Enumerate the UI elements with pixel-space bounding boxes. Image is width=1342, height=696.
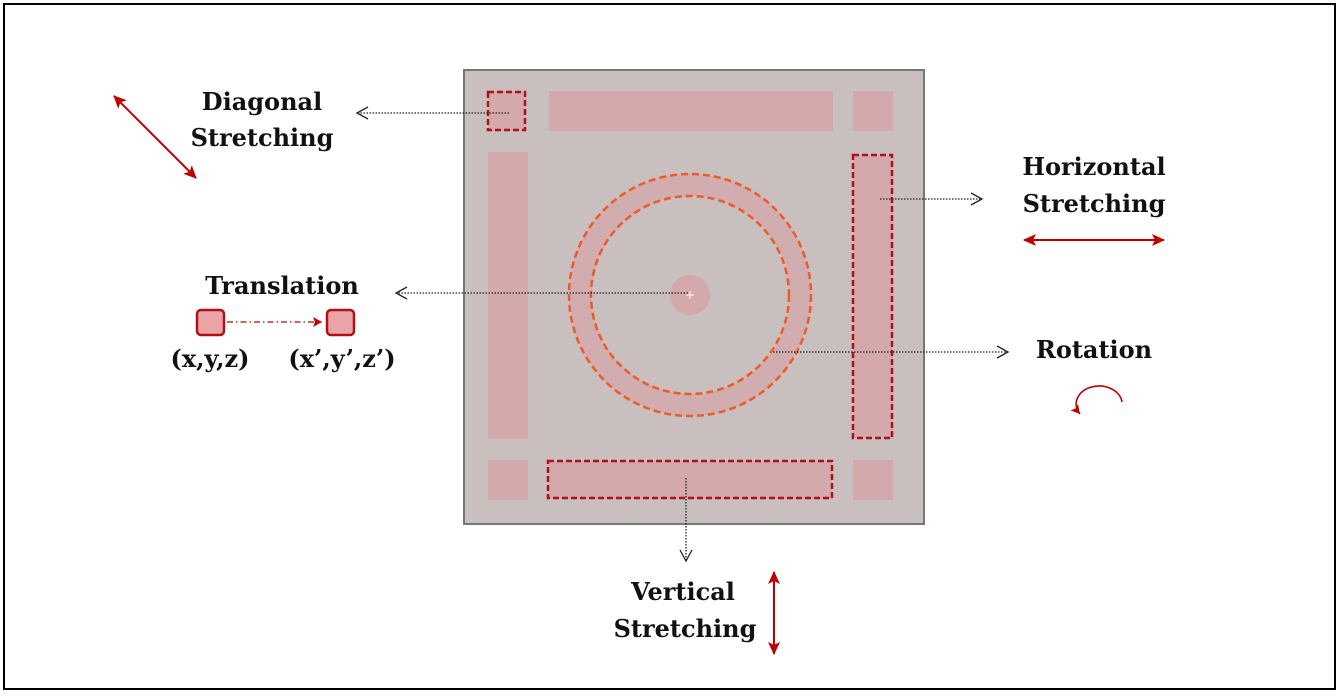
inner-dashed-circle <box>589 194 791 396</box>
edge-block-bottom <box>548 461 832 499</box>
figure-frame <box>3 3 1336 690</box>
vertical-label-line2: Stretching <box>614 614 757 643</box>
corner-block-top-right <box>853 91 893 131</box>
corner-block-top-left <box>488 91 526 131</box>
rotation-label: Rotation <box>1036 335 1152 364</box>
edge-block-top <box>549 91 833 131</box>
translation-label: Translation <box>205 271 359 300</box>
diagonal-label-line1: Diagonal <box>202 87 322 116</box>
horizontal-label-line2: Stretching <box>1023 189 1166 218</box>
diagonal-label-line2: Stretching <box>191 123 334 152</box>
vertical-label-line1: Vertical <box>630 577 735 606</box>
horizontal-label-line1: Horizontal <box>1022 152 1165 181</box>
corner-block-bottom-left <box>488 460 528 500</box>
edge-block-left <box>488 152 528 439</box>
coord-to-label: (x’,y’,z’) <box>288 344 395 373</box>
center-crosshair <box>686 291 694 299</box>
coord-from-label: (x,y,z) <box>170 344 249 373</box>
vertical-highlight-box <box>546 459 834 500</box>
mesh-panel <box>463 69 925 525</box>
translation-end-block <box>325 308 356 337</box>
diagonal-highlight-box <box>486 90 527 132</box>
translation-start-block <box>195 308 226 337</box>
edge-block-right <box>853 155 893 438</box>
corner-block-bottom-right <box>853 460 893 500</box>
outer-dashed-circle <box>567 172 813 418</box>
rotation-curved-arrow <box>1070 385 1123 415</box>
diagonal-double-arrow <box>113 95 197 179</box>
horizontal-highlight-box <box>851 153 894 440</box>
